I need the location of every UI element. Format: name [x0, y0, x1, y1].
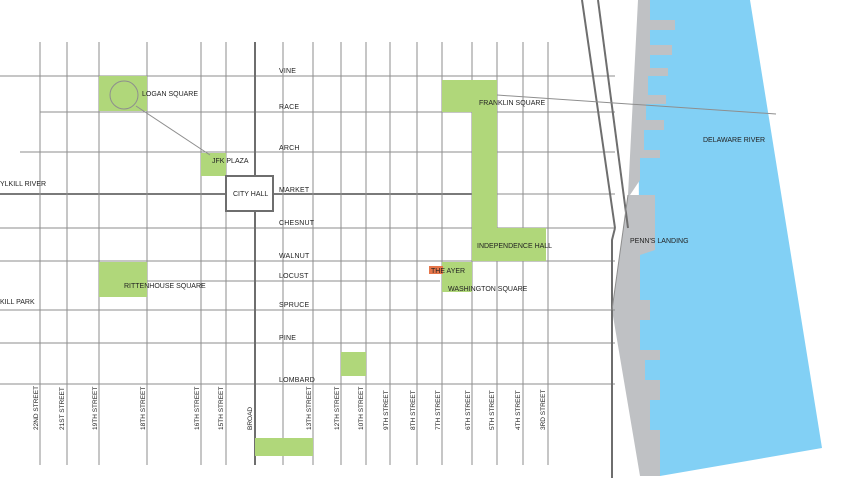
city-hall-label: CITY HALL [233, 191, 268, 198]
market-label: MARKET [279, 187, 310, 194]
ben-franklin-bridge [496, 94, 777, 115]
locust-label: LOCUST [279, 273, 309, 280]
the-ayer-marker [429, 266, 443, 274]
cross-street-labels: 22ND STREET 21ST STREET 19TH STREET 18TH… [33, 386, 547, 430]
logan-circle [109, 80, 139, 110]
walnut-label: WALNUT [279, 253, 310, 260]
jfk-plaza-park [201, 153, 226, 176]
rittenhouse-square-park [99, 262, 147, 297]
cross-street-label: 3RD STREET [540, 390, 547, 430]
cross-street-label: 7TH STREET [435, 390, 442, 430]
rittenhouse-square-label: RITTENHOUSE SQUARE [124, 283, 206, 290]
cross-street-label: 13TH STREET [306, 387, 313, 430]
cross-street-label: 8TH STREET [410, 390, 417, 430]
cross-street-label: 16TH STREET [194, 387, 201, 430]
schuylkill-park-label: KILL PARK [0, 299, 35, 306]
cross-street-label: 9TH STREET [383, 390, 390, 430]
franklin-square-park [442, 80, 497, 112]
cross-street-label: 15TH STREET [218, 387, 225, 430]
chesnut-label: CHESNUT [279, 220, 315, 227]
washington-square-label: WASHINGTON SQUARE [448, 286, 528, 293]
park-12th-lombard [341, 352, 366, 376]
ben-franklin-parkway [135, 105, 211, 156]
cross-street-label: 10TH STREET [358, 387, 365, 430]
penns-landing-shore [612, 0, 675, 476]
riverfront-highway [581, 0, 629, 478]
washington-square-park [442, 262, 472, 292]
delaware-river-label: DELAWARE RIVER [703, 137, 765, 144]
lombard-label: LOMBARD [279, 377, 315, 384]
cross-street-label: 22ND STREET [33, 386, 40, 430]
independence-hall-label: INDEPENDENCE HALL [477, 243, 552, 250]
logan-square-label: LOGAN SQUARE [142, 91, 198, 98]
park-13th-bottom [255, 438, 313, 456]
cross-street-label: 4TH STREET [515, 390, 522, 430]
cross-street-label: 6TH STREET [465, 390, 472, 430]
street-labels: VINE RACE ARCH MARKET CHESNUT WALNUT LOC… [279, 68, 315, 384]
franklin-square-label: FRANKLIN SQUARE [479, 100, 545, 107]
parks [99, 76, 546, 456]
jfk-plaza-label: JFK PLAZA [212, 158, 249, 165]
spruce-label: SPRUCE [279, 302, 310, 309]
cross-street-label: 21ST STREET [59, 387, 66, 430]
city-hall-box [225, 175, 274, 212]
vine-label: VINE [279, 68, 296, 75]
logan-square-park [99, 76, 147, 111]
pine-label: PINE [279, 335, 296, 342]
cross-street-label: 5TH STREET [489, 390, 496, 430]
penns-landing-label: PENN'S LANDING [630, 238, 689, 245]
independence-mall-park [472, 112, 497, 229]
cross-street-label: 18TH STREET [140, 387, 147, 430]
race-label: RACE [279, 104, 299, 111]
arch-label: ARCH [279, 145, 300, 152]
cross-street-label: BROAD [247, 407, 254, 430]
cross-street-label: 19TH STREET [92, 387, 99, 430]
schuylkill-river-label: YLKILL RIVER [0, 181, 46, 188]
place-labels: LOGAN SQUARE FRANKLIN SQUARE JFK PLAZA C… [0, 91, 765, 306]
shore-edge-line [611, 194, 629, 311]
independence-hall-park [472, 228, 546, 261]
delaware-river-water [638, 0, 822, 476]
cross-street-label: 12TH STREET [334, 387, 341, 430]
the-ayer-label: THE AYER [431, 268, 465, 275]
